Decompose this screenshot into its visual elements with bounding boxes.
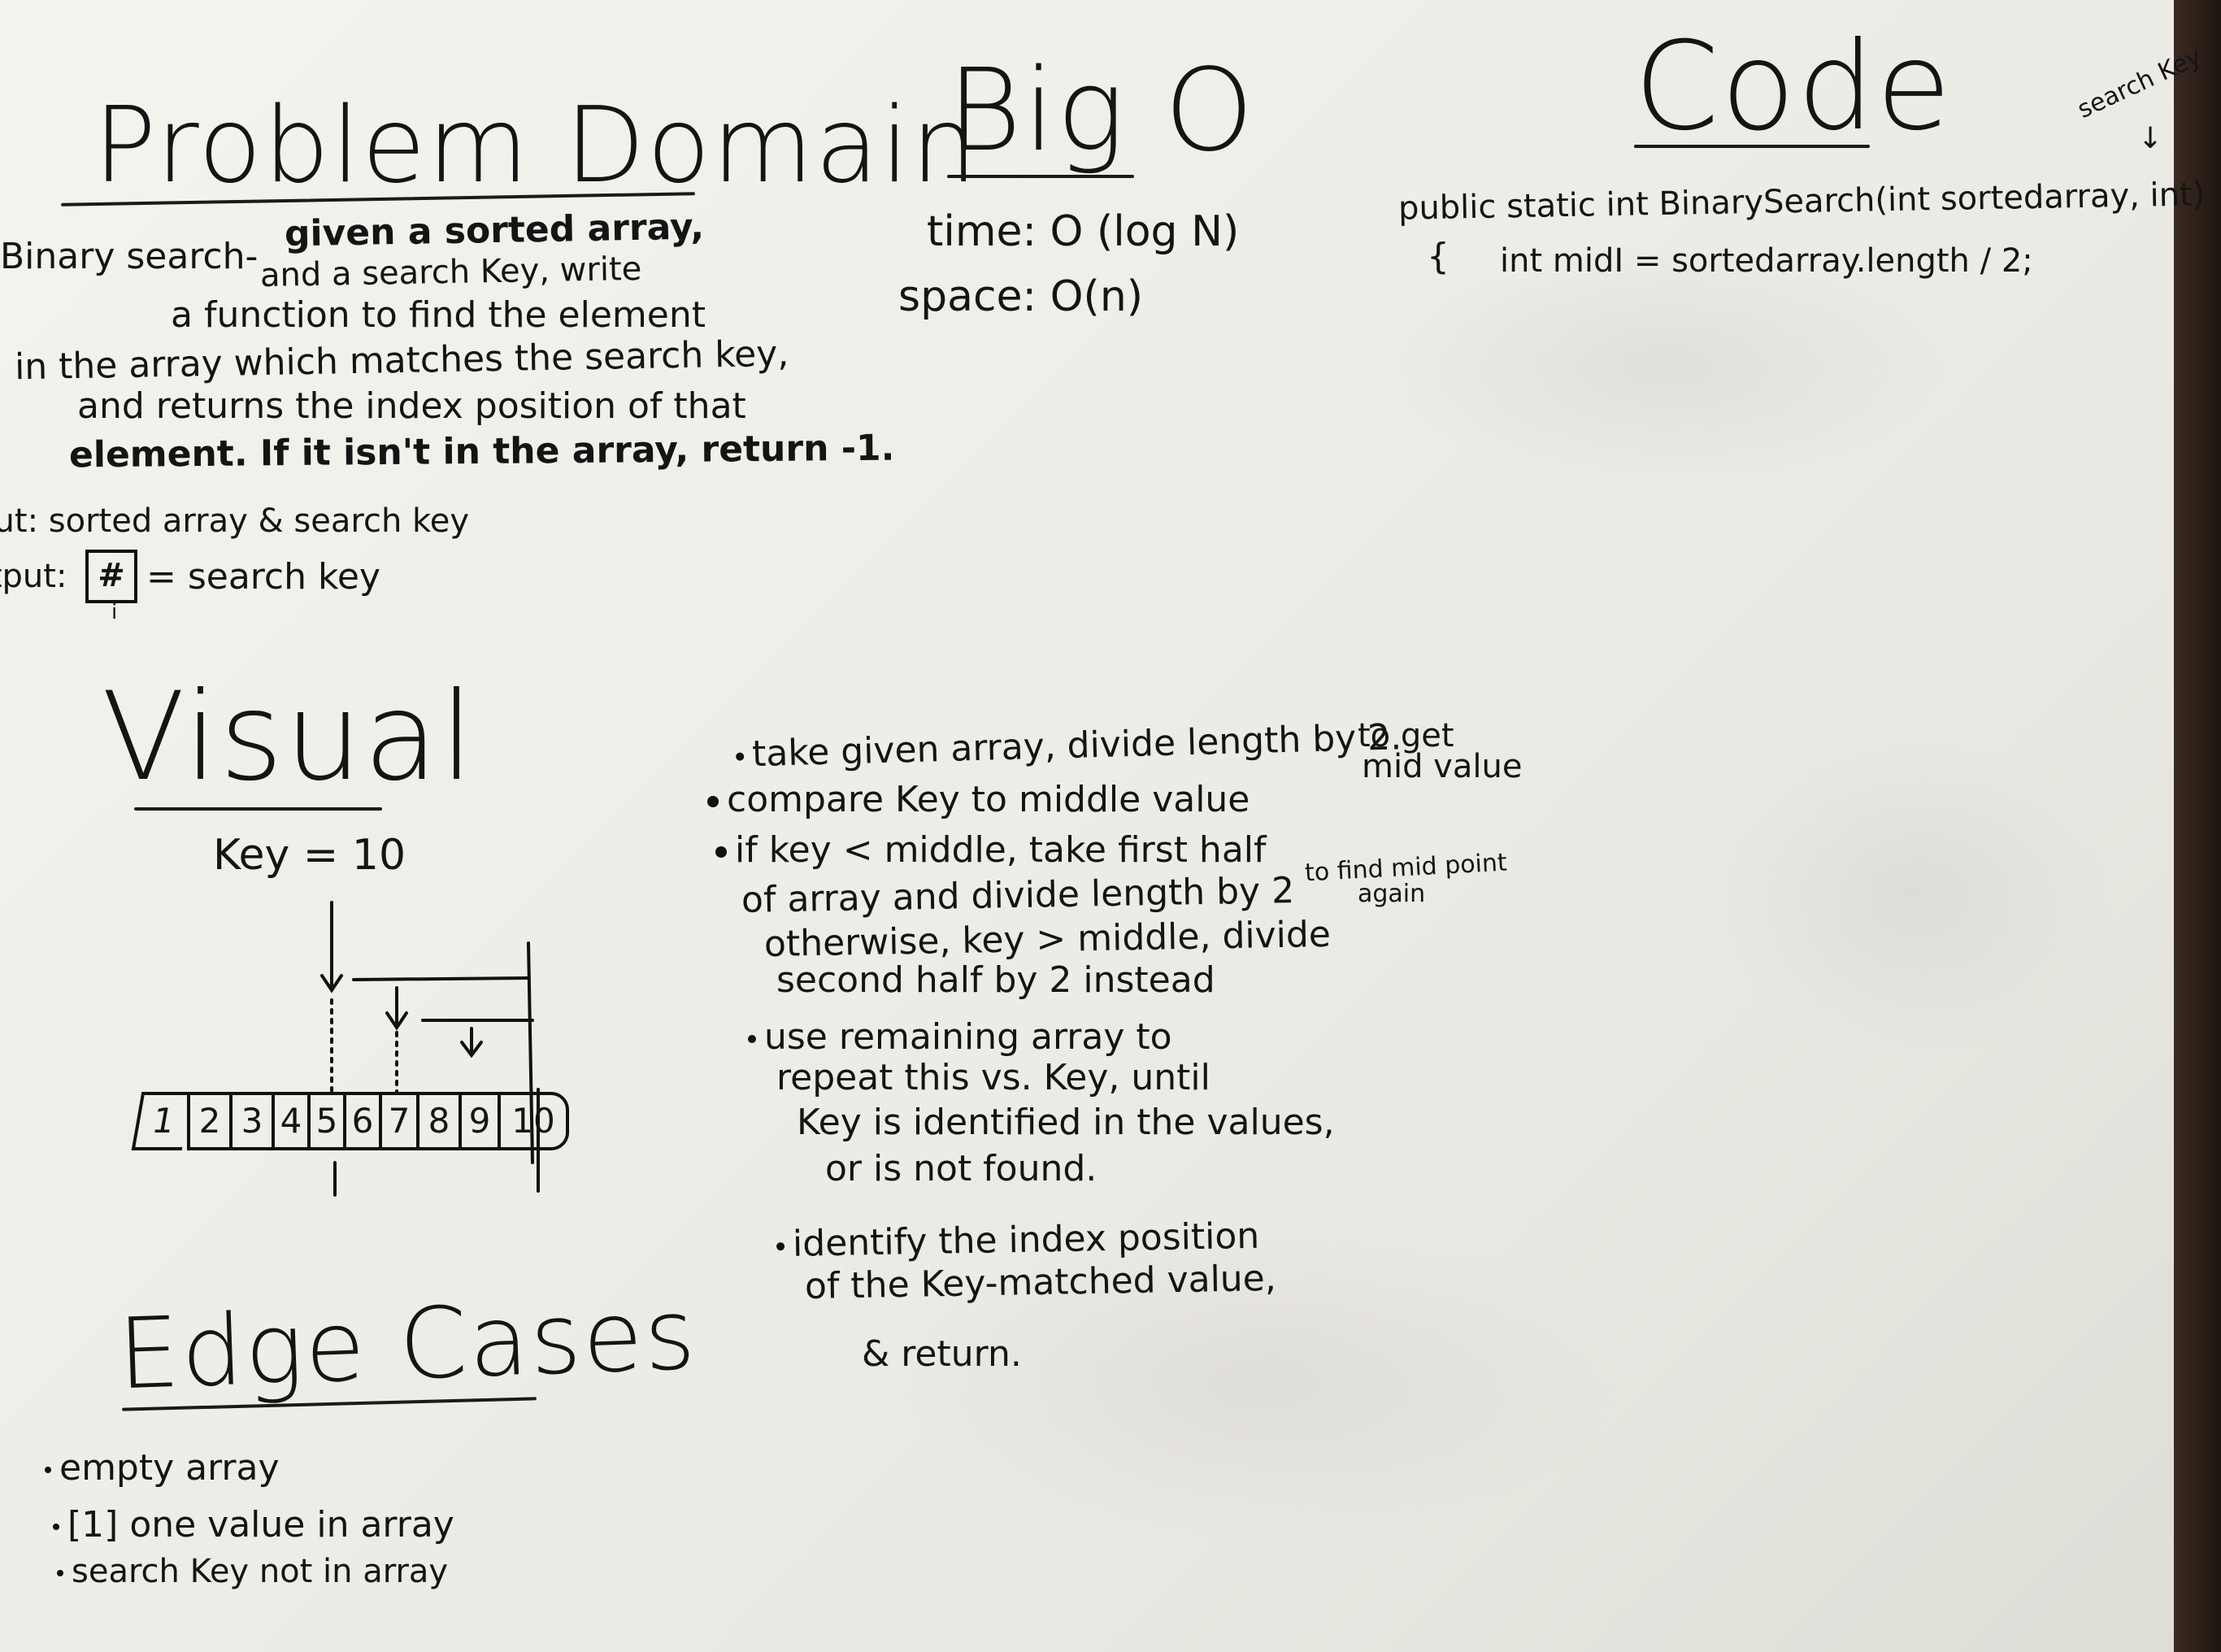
code-open-brace: { [1427, 236, 1450, 277]
output-box-hash: # [98, 557, 125, 594]
step-4-line-4: or is not found. [825, 1148, 1097, 1189]
step-3-text: if key < middle, take first half [735, 829, 1267, 871]
step-1-aside-a: to get [1358, 717, 1454, 754]
pd-line-given: given a sorted array, [284, 206, 705, 255]
code-underline [1634, 145, 1870, 148]
array-cell: 1 [131, 1092, 193, 1150]
problem-domain-title: Problem Domain [93, 85, 979, 206]
code-mid-index: int midI = sortedarray.length / 2; [1500, 242, 2033, 280]
step-1: take given array, divide length by 2. [735, 716, 1402, 775]
array-cell: 2 [187, 1092, 229, 1150]
array-cell: 9 [459, 1092, 498, 1150]
output-box-index: i [111, 600, 118, 624]
bullet-dot [57, 1570, 63, 1576]
step-3-aside-b: again [1358, 880, 1426, 908]
pd-line-binary-search: Binary search- [0, 236, 259, 277]
code-title: Code [1634, 16, 1954, 158]
pd-line-return-minus-one: element. If it isn't in the array, retur… [68, 427, 895, 476]
array-cell: 10 [498, 1092, 569, 1150]
bullet-dot [707, 796, 719, 807]
step-1-aside-b: mid value [1362, 748, 1523, 785]
array-cells: 1 2 3 4 5 6 7 8 9 10 [131, 1092, 569, 1150]
edge-case-1: empty array [45, 1447, 280, 1489]
binary-search-diagram [320, 901, 540, 1197]
edge-case-2-text: [1] one value in array [67, 1504, 454, 1545]
step-5: identify the index position [776, 1215, 1260, 1265]
smudge [894, 1219, 1626, 1545]
step-2: compare Key to middle value [707, 779, 1250, 820]
pd-line-function: a function to find the element [171, 294, 706, 336]
pd-line-returns: and returns the index position of that [77, 385, 746, 427]
output-label: Output: [0, 558, 67, 595]
output-index-box: # [85, 550, 137, 603]
input-line: Input: sorted array & search key [0, 502, 470, 540]
visual-key-label: Key = 10 [213, 831, 406, 880]
whiteboard-frame [2174, 0, 2221, 1652]
pd-line-search-key: and a search Key, write [259, 250, 642, 295]
big-o-title: Big O [947, 45, 1256, 177]
array-cell: 8 [416, 1092, 459, 1150]
pd-line-matches: in the array which matches the search ke… [14, 333, 789, 389]
step-3-line-4: second half by 2 instead [776, 959, 1215, 1001]
smudge [1707, 732, 2114, 1057]
bullet-dot [715, 846, 727, 858]
visual-underline [134, 807, 382, 811]
bullet-dot [736, 752, 745, 761]
big-o-underline [947, 175, 1134, 178]
array-cell: 6 [343, 1092, 379, 1150]
array-cell: 7 [379, 1092, 416, 1150]
edge-case-3-text: search Key not in array [72, 1553, 449, 1590]
big-o-time: time: O (log N) [927, 207, 1240, 256]
step-4: use remaining array to [748, 1016, 1172, 1058]
big-o-space: space: O(n) [898, 272, 1144, 321]
step-4-line-3: Key is identified in the values, [797, 1102, 1335, 1143]
step-5-line-2: of the Key-matched value, [804, 1257, 1277, 1308]
step-5-line-3: & return. [862, 1333, 1022, 1375]
arrow-down-icon: ↓ [2138, 122, 2163, 155]
bullet-dot [748, 1035, 756, 1043]
edge-case-3: search Key not in array [57, 1553, 448, 1590]
array-cell: 4 [272, 1092, 307, 1150]
bullet-dot [45, 1467, 51, 1473]
edge-case-1-text: empty array [59, 1447, 280, 1489]
step-3-line-2: of array and divide length by 2 [741, 870, 1295, 921]
smudge [1382, 244, 1951, 488]
step-3-line-3: otherwise, key > middle, divide [763, 913, 1332, 966]
visual-title: Visual [102, 667, 476, 808]
step-1-text: take given array, divide length by 2. [751, 716, 1402, 776]
step-3: if key < middle, take first half [715, 829, 1267, 871]
step-2-text: compare Key to middle value [727, 779, 1250, 820]
array-cell: 3 [229, 1092, 272, 1150]
array-cell: 5 [307, 1092, 343, 1150]
edge-case-2: [1] one value in array [53, 1504, 454, 1545]
bullet-dot [53, 1524, 59, 1530]
edge-cases-title: Edge Cases [115, 1278, 699, 1412]
code-signature: public static int BinarySearch(int sorte… [1397, 176, 2206, 228]
step-4-line-2: repeat this vs. Key, until [776, 1057, 1210, 1098]
output-search-key: = search key [146, 556, 381, 598]
step-5-text: identify the index position [792, 1215, 1260, 1265]
bullet-dot [776, 1242, 785, 1251]
step-4-text: use remaining array to [764, 1016, 1172, 1058]
